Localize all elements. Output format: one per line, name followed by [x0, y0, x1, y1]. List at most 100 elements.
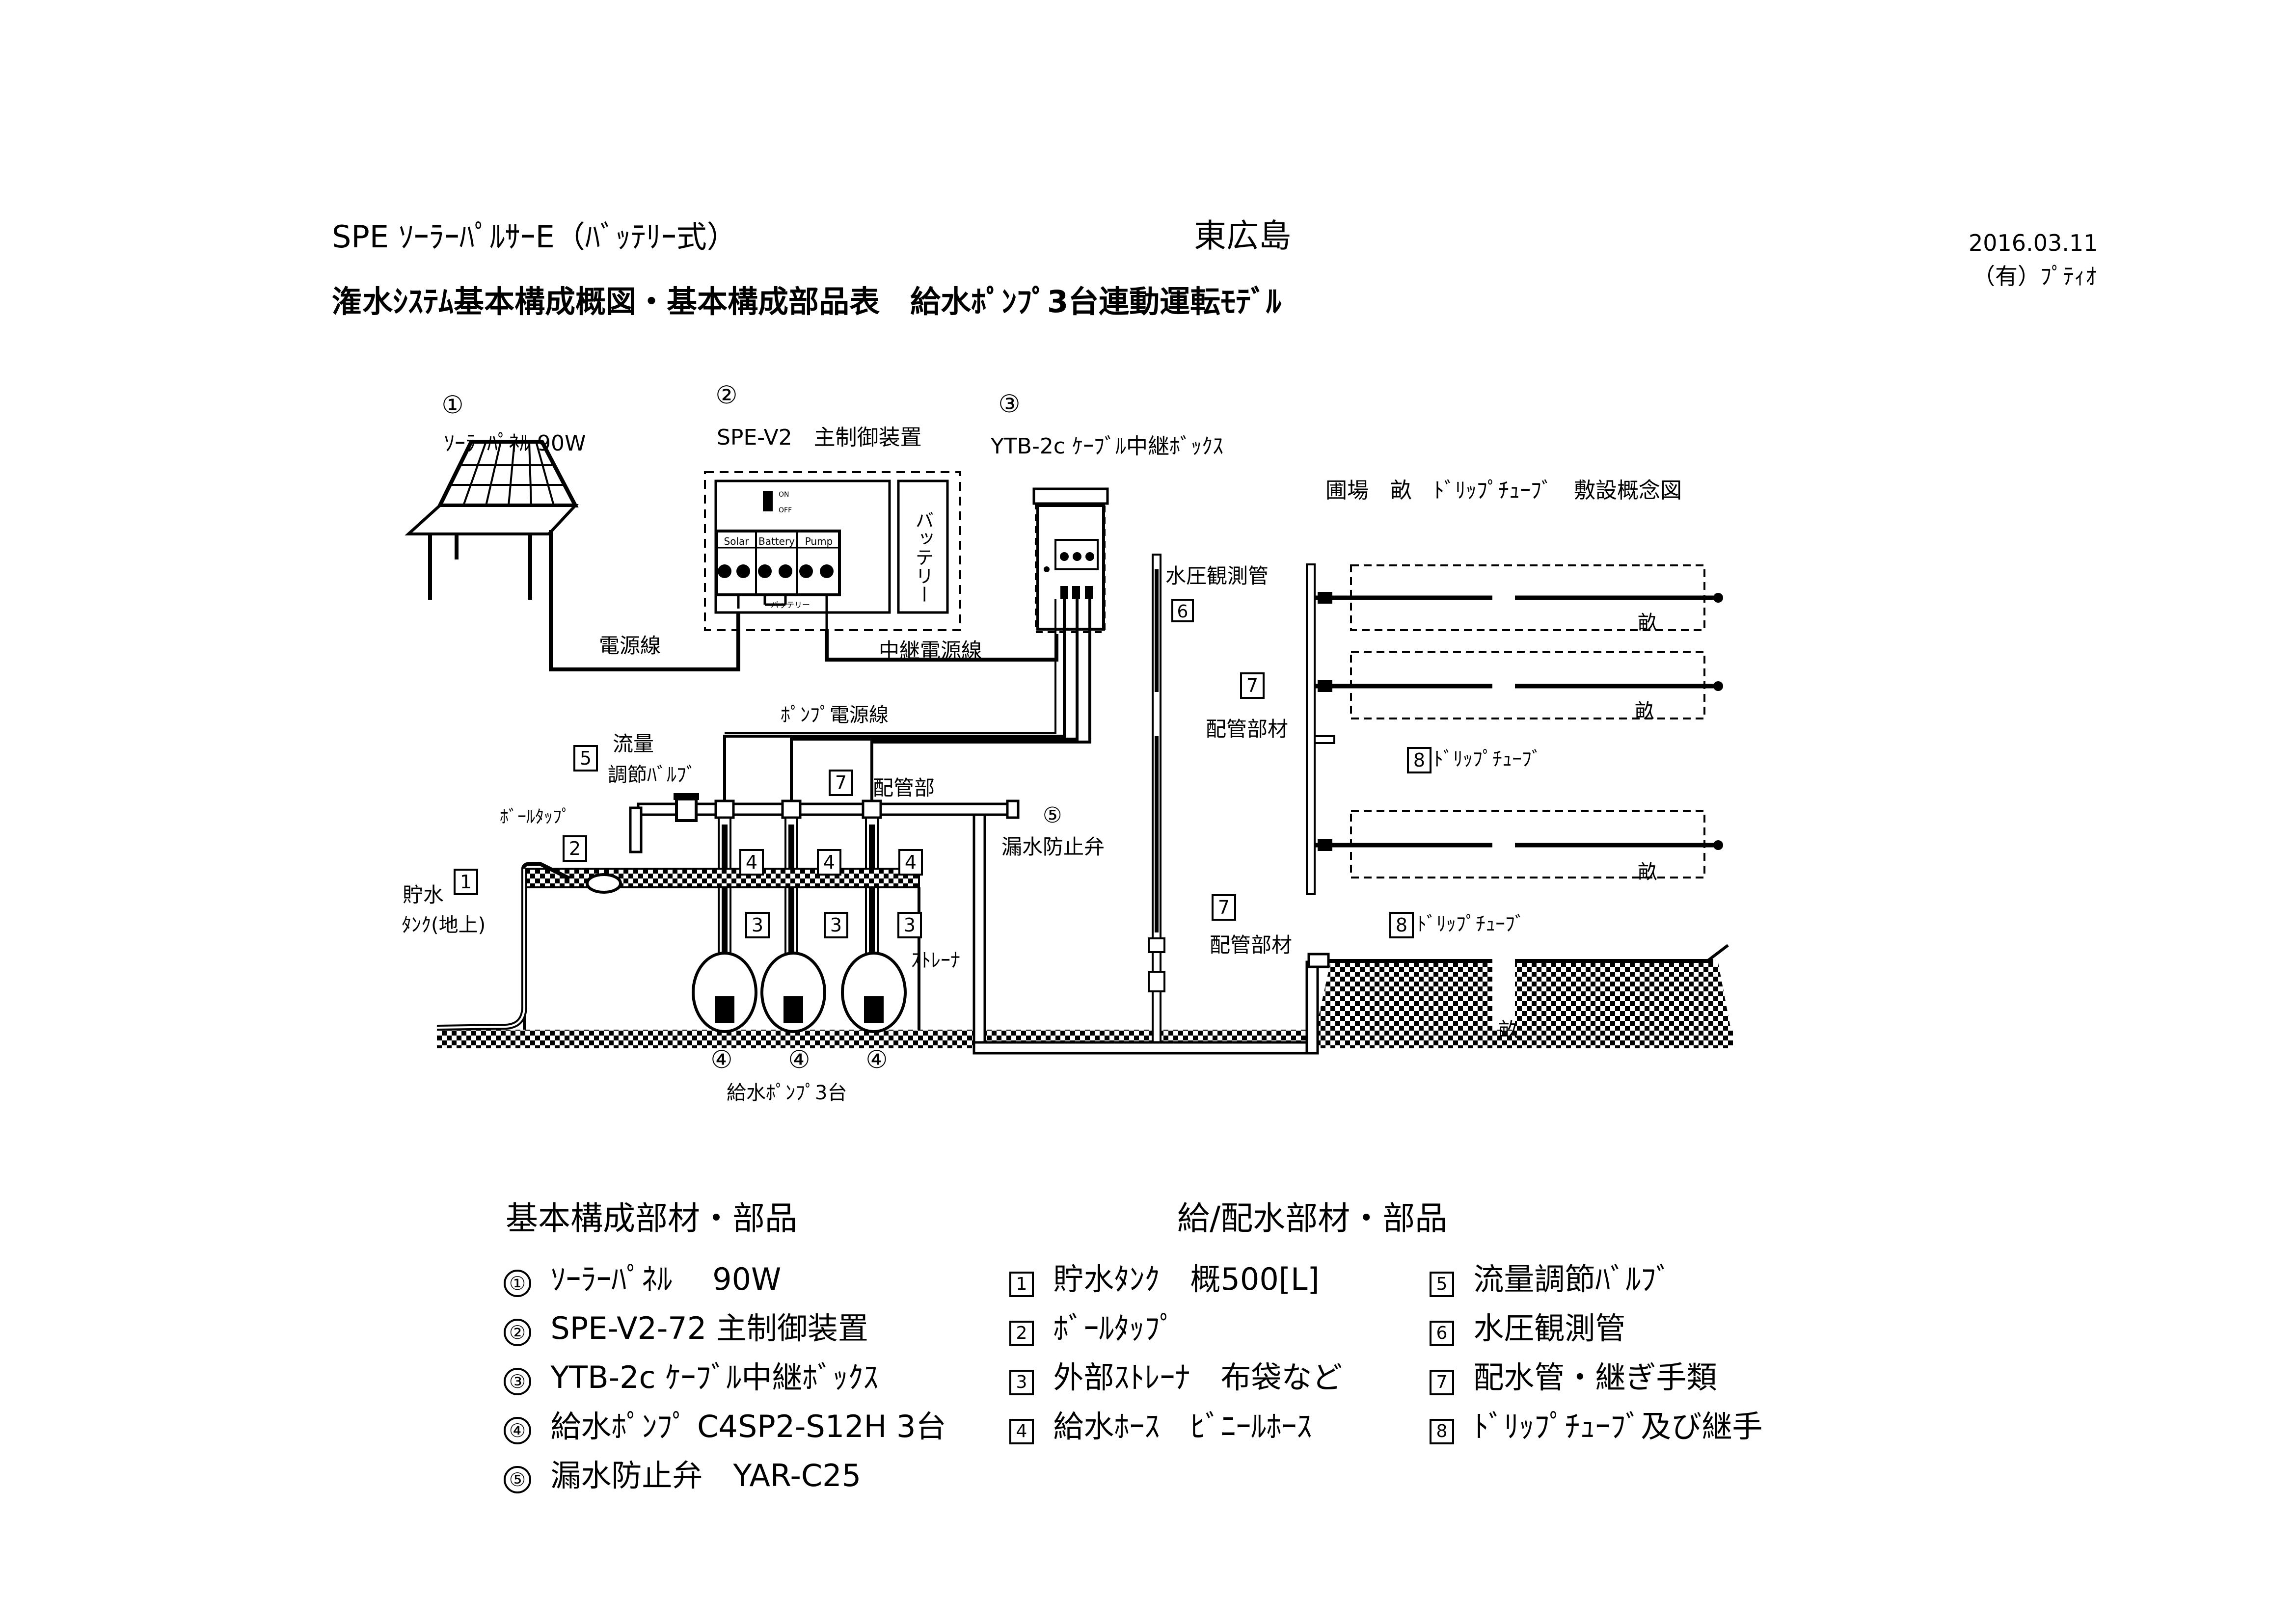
valve-num: 5 [580, 747, 592, 769]
list-item: ③ YTB-2c ｹｰﾌﾞﾙ中継ﾎﾞｯｸｽ [504, 1362, 878, 1395]
list-item: 5 流量調節ﾊﾞﾙﾌﾞ [1430, 1264, 1671, 1297]
ridge-label-3: 畝 [1638, 861, 1657, 883]
item-text: YTB-2c ｹｰﾌﾞﾙ中継ﾎﾞｯｸｽ [550, 1359, 879, 1395]
list-item: ② SPE-V2-72 主制御装置 [504, 1313, 868, 1346]
field-rows: 畝 畝 畝 [1306, 563, 1723, 895]
item-number: 3 [1009, 1370, 1034, 1395]
terminal-pump: Pump [805, 535, 833, 547]
item-number: ① [504, 1270, 531, 1297]
item-text: 給水ﾎｰｽ ﾋﾞﾆｰﾙﾎｰｽ [1053, 1409, 1312, 1444]
strainer-num-2: 3 [830, 914, 842, 936]
drip-label-lower: ﾄﾞﾘｯﾌﾟﾁｭｰﾌﾞ [1417, 913, 1525, 935]
title-line-2: 潅水ｼｽﾃﾑ基本構成概図・基本構成部品表 給水ﾎﾟﾝﾌﾟ3台連動運転ﾓﾃﾞﾙ [332, 284, 1282, 319]
pressure-tube [1148, 554, 1165, 1046]
strainer-num-1: 3 [752, 914, 763, 936]
power-line [549, 559, 740, 671]
tank-label-1: 貯水 [403, 883, 444, 907]
list-item: 4 給水ﾎｰｽ ﾋﾞﾆｰﾙﾎｰｽ [1009, 1411, 1312, 1444]
controller-box: ON OFF Solar Battery Pump バッテリー バッテリ [704, 471, 961, 631]
piping-num-upper: 7 [1246, 675, 1258, 696]
switch-off-label: OFF [779, 506, 792, 514]
item-text: 流量調節ﾊﾞﾙﾌﾞ [1473, 1261, 1672, 1297]
item-text: 貯水ﾀﾝｸ 概500[L] [1053, 1261, 1320, 1297]
solar-label-html: ｿｰﾗｰﾊﾟﾈﾙ 90W [444, 431, 586, 456]
item-number: 6 [1430, 1321, 1454, 1346]
item-number: 8 [1430, 1419, 1454, 1444]
pressure-num: 6 [1177, 602, 1189, 622]
list-item: 3 外部ｽﾄﾚｰﾅ 布袋など [1009, 1362, 1342, 1395]
item-number: ② [504, 1319, 531, 1346]
valve-label-1: 流量 [613, 732, 654, 756]
terminal-solar: Solar [724, 535, 750, 547]
item-text: SPE-V2-72 主制御装置 [550, 1310, 868, 1346]
item-number: 2 [1009, 1321, 1034, 1346]
item-text: 給水ﾎﾟﾝﾌﾟ C4SP2-S12H 3台 [550, 1409, 946, 1444]
date-label: 2016.03.11 [1969, 230, 2098, 256]
list-item: ① ｿｰﾗｰﾊﾟﾈﾙ 90W [504, 1264, 781, 1297]
drip-num-lower: 8 [1396, 914, 1407, 936]
battery-label: バッテリー [912, 510, 934, 604]
location-label: 東広島 [1194, 217, 1291, 255]
piping-num-lower: 7 [1218, 897, 1230, 918]
relay-box [1032, 487, 1109, 633]
item-text: ﾎﾞｰﾙﾀｯﾌﾟ [1053, 1310, 1175, 1346]
item-text: 配水管・継ぎ手類 [1473, 1359, 1717, 1395]
ridge-label-cross: 畝 [1498, 1019, 1518, 1041]
list-item: 1 貯水ﾀﾝｸ 概500[L] [1009, 1264, 1320, 1297]
ridge-label-2: 畝 [1635, 700, 1654, 722]
pump-num-3: ④ [866, 1045, 888, 1074]
relay-label: YTB-2c ｹｰﾌﾞﾙ中継ﾎﾞｯｸｽ [991, 434, 1223, 459]
balltap-num: 2 [569, 838, 581, 859]
check-valve-num: ⑤ [1043, 803, 1062, 828]
ridge-label-1: 畝 [1638, 612, 1657, 634]
item-text: ｿｰﾗｰﾊﾟﾈﾙ 90W [550, 1261, 782, 1297]
hose-num-2: 4 [823, 851, 835, 873]
drip-num-upper: 8 [1413, 749, 1425, 771]
item-text: ﾄﾞﾘｯﾌﾟﾁｭｰﾌﾞ及び継手 [1473, 1409, 1763, 1444]
strainer-label: ｽﾄﾚｰﾅ [911, 949, 960, 972]
switch-on-label: ON [779, 491, 789, 499]
pump-power-line-label: ﾎﾟﾝﾌﾟ電源線 [781, 704, 889, 726]
pump-power-lines [723, 599, 1091, 805]
power-line-label: 電源線 [599, 634, 661, 658]
piping-main-label: 配管部 [873, 776, 935, 800]
item-number: 7 [1430, 1370, 1454, 1395]
hose-num-1: 4 [746, 851, 757, 873]
title-line-1: SPE ｿｰﾗｰﾊﾟﾙｻｰE（ﾊﾞｯﾃﾘｰ式） [332, 219, 737, 255]
strainer-num-3: 3 [904, 914, 916, 936]
drip-label-upper: ﾄﾞﾘｯﾌﾟﾁｭｰﾌﾞ [1433, 748, 1541, 771]
item-number: ③ [504, 1368, 531, 1395]
piping-label-lower: 配管部材 [1210, 933, 1292, 957]
list-item: 7 配水管・継ぎ手類 [1430, 1362, 1717, 1395]
list-item: ⑤ 漏水防止弁 YAR-C25 [504, 1461, 861, 1493]
item-number: 4 [1009, 1419, 1034, 1444]
pump-num-2: ④ [788, 1045, 810, 1074]
item-number: ④ [504, 1417, 531, 1444]
balltap-label: ﾎﾞｰﾙﾀｯﾌﾟ [500, 807, 570, 827]
pressure-label: 水圧観測管 [1165, 564, 1269, 588]
piping-main-num: 7 [835, 772, 847, 794]
check-valve-label: 漏水防止弁 [1001, 835, 1105, 859]
hose-num-3: 4 [905, 851, 917, 873]
item-number: ⑤ [504, 1466, 531, 1493]
list-item: ④ 給水ﾎﾟﾝﾌﾟ C4SP2-S12H 3台 [504, 1411, 946, 1444]
irrigation-diagram: ① ｿｰﾗｰﾊﾟﾈﾙ 90W 電源線 ON OFF Solar Battery … [402, 381, 1733, 1104]
solar-panel [405, 440, 579, 600]
tank-label-2: ﾀﾝｸ(地上) [402, 914, 486, 936]
water-tank [436, 862, 920, 1033]
relay-power-line-label: 中継電源線 [879, 639, 982, 663]
terminal-battery-sub: バッテリー [771, 600, 810, 610]
field-title: 圃場 畝 ﾄﾞﾘｯﾌﾟﾁｭｰﾌﾞ 敷設概念図 [1325, 478, 1682, 503]
item-text: 水圧観測管 [1473, 1310, 1626, 1346]
pump-num-1: ④ [711, 1045, 733, 1074]
piping-label-upper: 配管部材 [1206, 717, 1288, 741]
ridge-cross-section [1316, 963, 1492, 1030]
relay-num: ③ [999, 390, 1021, 418]
list-item: 8 ﾄﾞﾘｯﾌﾟﾁｭｰﾌﾞ及び継手 [1430, 1411, 1762, 1444]
valve-label-2: 調節ﾊﾞﾙﾌﾞ [608, 764, 696, 786]
parts-left-title: 基本構成部材・部品 [506, 1199, 797, 1237]
parts-right-title: 給/配水部材・部品 [1177, 1199, 1448, 1237]
item-number: 1 [1009, 1272, 1034, 1297]
list-item: 6 水圧観測管 [1430, 1313, 1625, 1346]
